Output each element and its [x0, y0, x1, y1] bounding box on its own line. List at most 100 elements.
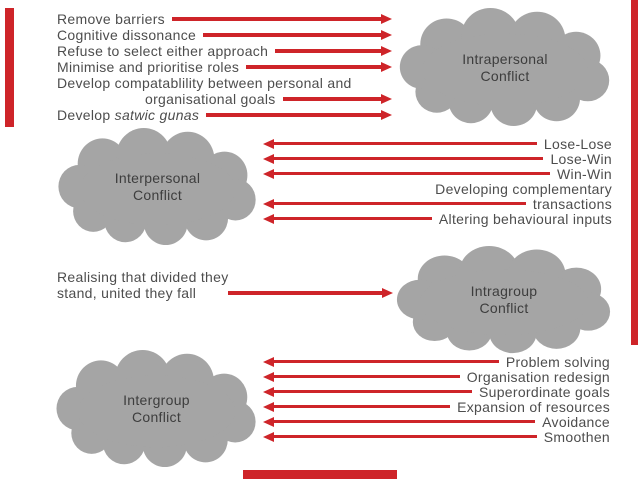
arrow-head [381, 110, 392, 120]
list-item: Avoidance [263, 414, 610, 429]
arrow-shaft [246, 65, 381, 69]
arrow-left-icon [263, 416, 536, 427]
list-item: organisational goals [57, 91, 392, 107]
strategy-label: Refuse to select either approach [57, 43, 269, 59]
arrow-shaft [203, 33, 381, 37]
arrow-head [263, 168, 274, 179]
arrow-right-icon [246, 62, 392, 72]
strategy-label: Lose-Win [550, 150, 612, 167]
strategy-label: Develop satwic gunas [57, 108, 199, 122]
cloud-caption: Intragroup Conflict [390, 246, 618, 354]
strategy-label-line2: stand, united they fall [57, 285, 197, 301]
arrow-right-icon [206, 110, 392, 120]
cloud-title-line2: Conflict [132, 187, 183, 203]
cloud-title-line1: Intragroup [470, 283, 538, 299]
cloud-title-line1: Interpersonal [114, 170, 201, 186]
cloud-title-line1: Intrapersonal [462, 50, 548, 67]
strategy-label: Win-Win [557, 165, 612, 182]
arrow-shaft [274, 172, 551, 175]
list-item: Develop satwic gunas [57, 107, 392, 123]
list-item: Win-Win [263, 166, 612, 181]
arrow-left-icon [263, 356, 499, 367]
interpersonal-conflict-cloud: Interpersonal Conflict [52, 128, 263, 246]
strategy-label-line1: Developing complementary [435, 180, 612, 197]
arrow-shaft [274, 390, 472, 393]
red-border-bar-bottom [243, 470, 397, 479]
list-item: Expansion of resources [263, 399, 610, 414]
arrow-left-icon [263, 138, 537, 149]
cloud-title-line1: Intergroup [123, 392, 190, 408]
arrow-shaft [274, 217, 432, 220]
arrow-head [381, 30, 392, 40]
arrow-left-icon [263, 431, 537, 442]
arrow-shaft [275, 49, 381, 53]
strategy-label: Minimise and prioritise roles [57, 59, 240, 75]
arrow-shaft [274, 420, 536, 423]
arrow-head [263, 356, 274, 367]
arrow-left-icon [263, 371, 460, 382]
arrow-shaft [206, 113, 381, 117]
arrow-head [263, 153, 274, 164]
arrow-shaft [274, 142, 537, 145]
strategy-label: Problem solving [505, 353, 610, 370]
arrow-shaft [274, 157, 544, 160]
interpersonal-strategies-list: Lose-Lose Lose-Win Win-Win Developing co… [263, 136, 612, 226]
arrow-head [381, 62, 392, 72]
arrow-shaft [274, 202, 526, 205]
arrow-head [263, 401, 274, 412]
arrow-left-icon [263, 153, 544, 164]
arrow-right-icon [203, 30, 392, 40]
cloud-caption: Intergroup Conflict [50, 350, 263, 468]
label-italic-term: satwic gunas [114, 107, 200, 123]
strategy-label-line2: transactions [532, 195, 612, 212]
arrow-left-icon [263, 401, 451, 412]
intrapersonal-conflict-cloud: Intrapersonal Conflict [393, 8, 617, 127]
arrow-left-icon [263, 213, 432, 224]
cloud-shape [58, 128, 256, 246]
arrow-head [263, 386, 274, 397]
arrow-right-icon [171, 14, 392, 24]
red-border-bar-right [631, 0, 638, 345]
strategy-label: Expansion of resources [457, 398, 610, 415]
arrow-shaft [171, 17, 381, 21]
cloud-shape [399, 8, 610, 127]
arrow-head [382, 288, 393, 298]
arrow-right-icon [282, 94, 392, 104]
cloud-title-line2: Conflict [131, 409, 182, 425]
strategy-label: Altering behavioural inputs [438, 210, 612, 227]
arrow-right-icon [228, 288, 393, 298]
list-item: Lose-Win [263, 151, 612, 166]
arrow-head [263, 371, 274, 382]
arrow-shaft [282, 97, 381, 101]
cloud-shape [396, 246, 611, 354]
arrow-shaft [228, 291, 382, 295]
list-item: transactions [263, 196, 612, 211]
strategy-label: Superordinate goals [478, 383, 610, 400]
strategy-label-line1: Develop compatablility between personal … [57, 75, 352, 91]
strategy-label: Organisation redesign [466, 368, 610, 385]
cloud-title-line2: Conflict [480, 67, 530, 84]
arrow-shaft [274, 435, 537, 438]
list-item: Altering behavioural inputs [263, 211, 612, 226]
arrow-shaft [274, 405, 451, 408]
arrow-left-icon [263, 168, 551, 179]
strategy-label: Avoidance [542, 413, 610, 430]
arrow-shaft [274, 375, 460, 378]
list-item: Refuse to select either approach [57, 43, 392, 59]
arrow-shaft [274, 360, 499, 363]
list-item: Lose-Lose [263, 136, 612, 151]
arrow-head [263, 198, 274, 209]
strategy-label: Smoothen [543, 428, 610, 445]
list-item: Superordinate goals [263, 384, 610, 399]
arrow-head [381, 94, 392, 104]
arrow-right-icon [275, 46, 392, 56]
strategy-label: Remove barriers [57, 11, 165, 27]
list-item: Minimise and prioritise roles [57, 59, 392, 75]
arrow-head [381, 46, 392, 56]
arrow-head [381, 14, 392, 24]
strategy-label: Lose-Lose [543, 135, 612, 152]
strategy-label-line2: organisational goals [145, 91, 276, 107]
arrow-left-icon [263, 198, 526, 209]
list-item: Develop compatablility between personal … [57, 75, 392, 91]
